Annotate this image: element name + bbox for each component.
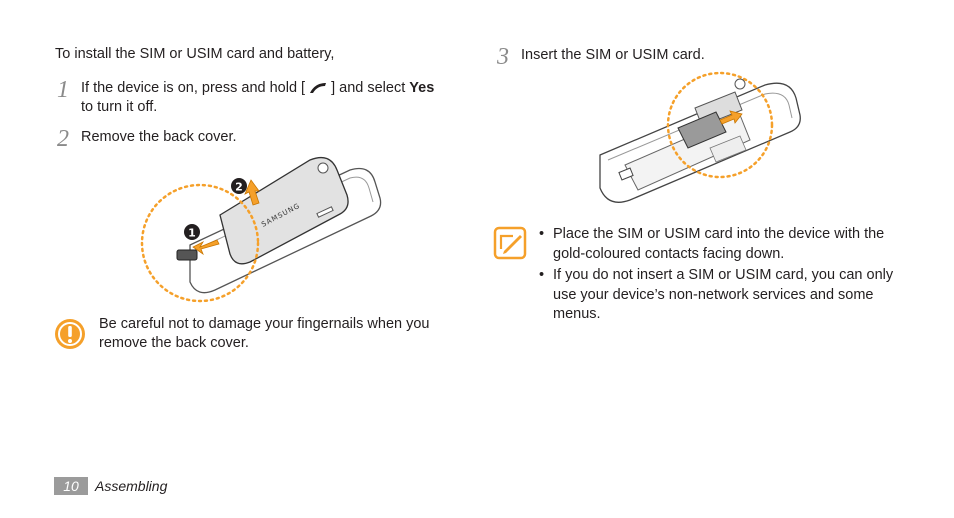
note-list: • Place the SIM or USIM card into the dev… (537, 225, 897, 327)
step-number-1: 1 (57, 77, 69, 103)
cover-latch (176, 249, 198, 261)
sim-insert-illustration (599, 71, 801, 203)
note-icon (493, 226, 527, 260)
arrow-2-icon (244, 179, 260, 206)
sim-card (677, 111, 727, 149)
note-item-2: • If you do not insert a SIM or USIM card… (537, 266, 897, 325)
end-call-icon (310, 83, 327, 93)
note-item-1-text: Place the SIM or USIM card into the devi… (553, 226, 885, 262)
camera-lens-icon (317, 162, 329, 174)
step-1-text: If the device is on, press and hold [ ] a… (81, 79, 461, 117)
callout-circle (140, 183, 260, 303)
arrow-1-icon (192, 239, 220, 256)
page-number: 10 (54, 477, 88, 495)
caution-text: Be careful not to damage your fingernail… (99, 316, 430, 351)
step-number-2: 2 (57, 126, 69, 152)
callout-2: 2 (235, 181, 243, 194)
back-cover-illustration: SAMSUNG 1 2 (140, 156, 382, 303)
step-1-yes: Yes (409, 80, 435, 96)
note-bullet: • (539, 267, 545, 283)
caution-icon (55, 319, 85, 349)
step-3-text: Insert the SIM or USIM card. (521, 47, 705, 63)
callout-1: 1 (188, 227, 196, 240)
note-item-1: • Place the SIM or USIM card into the dev… (537, 225, 897, 264)
intro-text: To install the SIM or USIM card and batt… (55, 46, 335, 62)
step-1-text-end: to turn it off. (81, 99, 158, 115)
step-number-3: 3 (497, 44, 509, 70)
step-2-text: Remove the back cover. (81, 129, 237, 145)
sim-callout-circle (666, 71, 774, 179)
sim-arrow-icon (719, 110, 743, 125)
note-bullet: • (539, 226, 545, 242)
step-1-text-before: If the device is on, press and hold [ (81, 80, 306, 96)
note-item-2-text: If you do not insert a SIM or USIM card,… (553, 267, 894, 322)
step-1-text-after: ] and select (331, 80, 410, 96)
section-label: Assembling (95, 478, 168, 494)
